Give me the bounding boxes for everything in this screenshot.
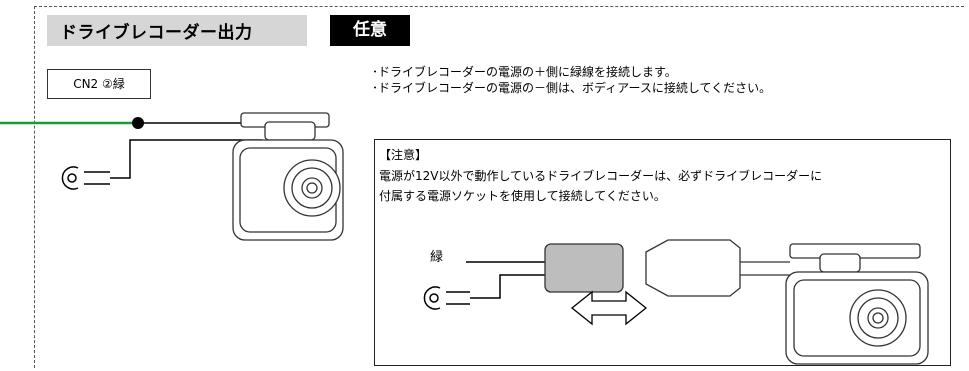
- caution-line: 電源が12V以外で動作しているドライブレコーダーは、必ずドライブレコーダーに: [379, 169, 823, 183]
- caution-body: 電源が12V以外で動作しているドライブレコーダーは、必ずドライブレコーダーに 付…: [379, 166, 939, 206]
- caution-ring-terminal-icon: [423, 286, 470, 310]
- section-border-left: [34, 6, 35, 368]
- caution-drive-recorder-icon: [785, 243, 929, 365]
- caution-box: [374, 139, 951, 366]
- note-line: ･ドライブレコーダーの電源の＋側に緑線を接続します。: [372, 65, 677, 79]
- green-wire-label: 緑: [430, 250, 444, 265]
- instruction-notes: ･ドライブレコーダーの電源の＋側に緑線を接続します。 ･ドライブレコーダーの電源…: [372, 64, 771, 96]
- note-line: ･ドライブレコーダーの電源の－側は、ボディアースに接続してください。: [372, 81, 772, 95]
- ring-terminal-icon: [61, 166, 110, 190]
- section-title-box: [47, 15, 307, 46]
- power-socket-icon: [544, 243, 624, 293]
- connector-label: CN2 ②緑: [47, 69, 151, 99]
- optional-badge: 任意: [330, 15, 410, 46]
- caution-title: 【注意】: [379, 148, 428, 162]
- ground-wire: [110, 139, 262, 179]
- drive-recorder-icon: [232, 112, 344, 241]
- junction-dot: [132, 117, 144, 129]
- section-border-top: [34, 6, 964, 7]
- cigarette-plug-icon: [645, 239, 790, 297]
- caution-ground-wire: [470, 274, 545, 299]
- section-title: ドライブレコーダー出力: [60, 23, 253, 43]
- bidirectional-arrow-icon: [570, 290, 648, 326]
- caution-line: 付属する電源ソケットを使用して接続してください。: [379, 189, 666, 203]
